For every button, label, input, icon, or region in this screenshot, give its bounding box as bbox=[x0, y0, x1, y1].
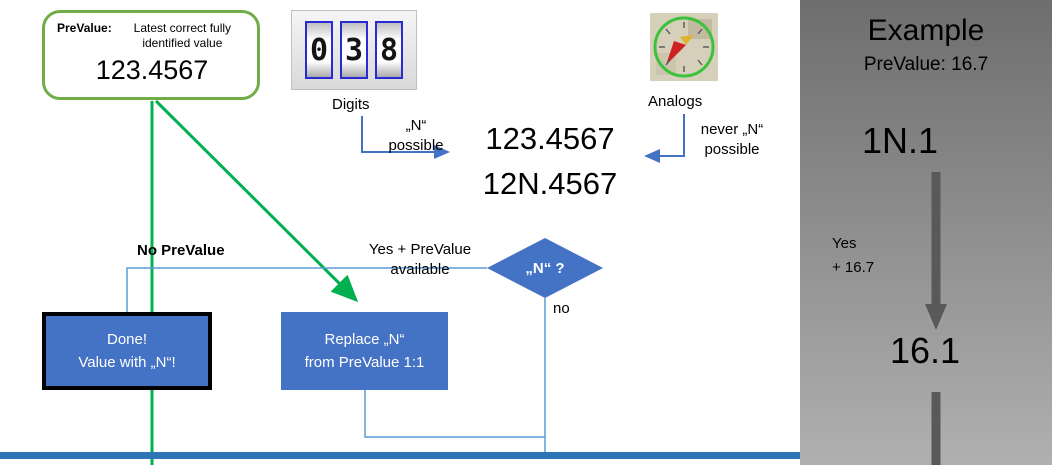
example-value-before: 1N.1 bbox=[862, 120, 939, 161]
analog-gauge-drawing bbox=[650, 13, 718, 81]
digit-wheel: 8 bbox=[375, 21, 403, 79]
recognized-values: 123.4567 12N.4567 bbox=[462, 116, 638, 206]
digit-wheel: 3 bbox=[340, 21, 368, 79]
analogs-never-n-label: never „N“ possible bbox=[700, 121, 764, 158]
yes-prevalue-available-label: Yes + PreValue available bbox=[368, 241, 472, 278]
example-title: Example bbox=[867, 14, 985, 47]
example-panel: Example PreValue: 16.7 1N.1 Yes + 16.7 1… bbox=[800, 0, 1052, 465]
digits-caption: Digits bbox=[332, 96, 370, 113]
prevalue-box: PreValue: Latest correct fully identifie… bbox=[42, 10, 260, 100]
prevalue-value: 123.4567 bbox=[95, 55, 209, 85]
example-subtitle: PreValue: 16.7 bbox=[863, 54, 989, 75]
bottom-divider-bar bbox=[0, 452, 800, 459]
replace-box-line1: Replace „N“ bbox=[324, 331, 405, 348]
replace-box: Replace „N“ from PreValue 1:1 bbox=[281, 312, 448, 390]
example-value-after: 16.1 bbox=[890, 330, 961, 371]
recognized-value-line2: 12N.4567 bbox=[482, 166, 618, 201]
done-box-line1: Done! bbox=[106, 331, 148, 348]
decision-diamond: „N“ ? bbox=[487, 238, 603, 298]
done-box-line2: Value with „N“! bbox=[78, 354, 176, 371]
digit-wheel: 0 bbox=[305, 21, 333, 79]
analogs-caption: Analogs bbox=[648, 93, 703, 110]
digit-counter-image: 0 3 8 bbox=[291, 10, 417, 90]
connector-replace-out bbox=[364, 390, 545, 438]
prevalue-description: Latest correct fully identified value bbox=[133, 21, 232, 50]
replace-box-line2: from PreValue 1:1 bbox=[304, 354, 425, 371]
example-arrow-1-head bbox=[925, 304, 947, 330]
analogs-arrow bbox=[644, 114, 685, 163]
digits-n-possible-label: „N“ possible bbox=[388, 117, 444, 154]
no-branch-label: no bbox=[553, 300, 570, 317]
prevalue-label: PreValue: bbox=[57, 21, 112, 35]
recognized-value-line1: 123.4567 bbox=[485, 121, 615, 156]
example-arrow-label: Yes + 16.7 bbox=[832, 235, 875, 276]
green-arrow-diagonal bbox=[154, 99, 359, 303]
analog-gauge-icon bbox=[650, 13, 718, 81]
done-box: Done! Value with „N“! bbox=[42, 312, 212, 390]
no-prevalue-label: No PreValue bbox=[137, 242, 225, 259]
decision-label: „N“ ? bbox=[525, 259, 565, 277]
